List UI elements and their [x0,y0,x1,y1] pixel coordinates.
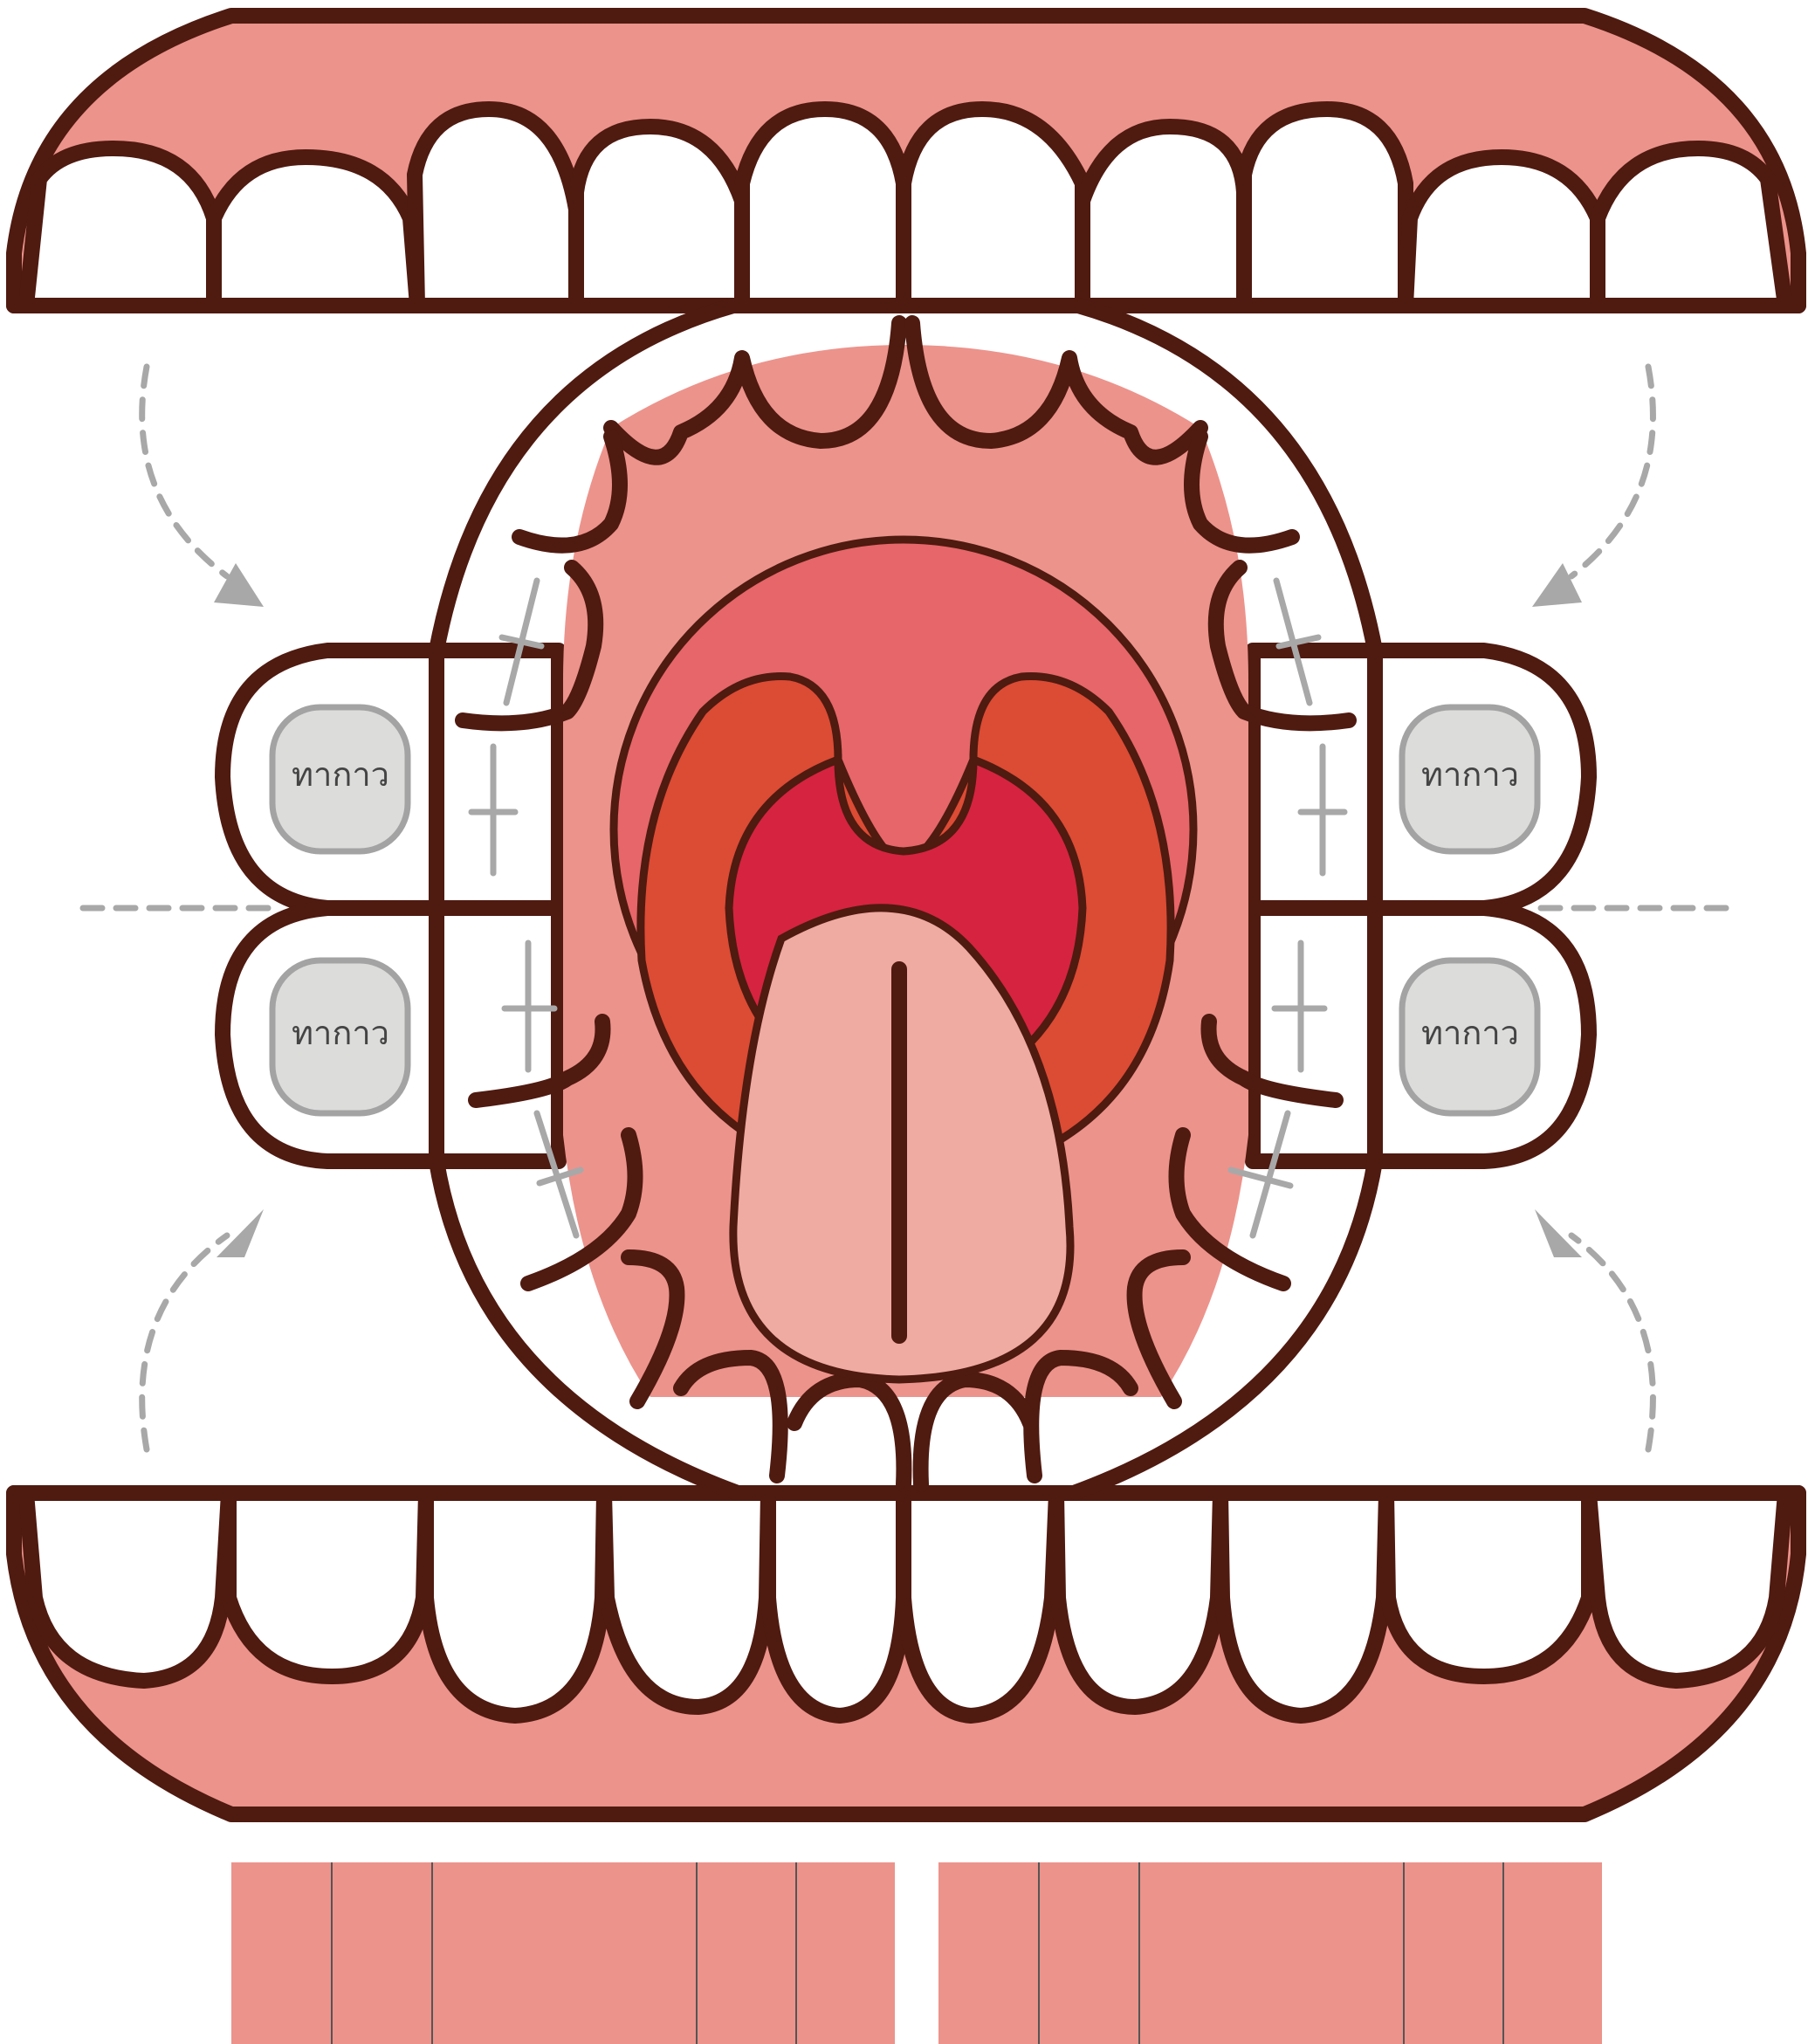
upper-tooth [214,157,417,306]
lower-jaw [14,1493,1798,1814]
upper-tooth [1244,109,1406,306]
bottom-strips [231,1862,1602,2044]
fold-arrow-icon [142,1235,227,1449]
upper-tooth [415,109,576,306]
glue-label: ทากาว [1421,1014,1519,1052]
lower-tooth [604,1493,768,1707]
fold-arrow-icon [217,1209,264,1257]
lower-tooth [26,1493,229,1681]
fold-arrow-icon [142,367,227,576]
lower-tooth [229,1493,426,1676]
fold-arrow-icon [1532,563,1582,607]
upper-tooth [1598,148,1785,306]
upper-tooth [26,148,214,306]
glue-label: ทากาว [292,755,389,794]
lower-tooth [1220,1493,1386,1716]
upper-tooth [1406,157,1598,306]
lower-tooth [1386,1493,1589,1676]
upper-tooth [904,109,1083,306]
fold-arrow-icon [214,563,264,607]
mouth-interior [437,306,1375,1493]
glue-label: ทากาว [1421,755,1519,794]
lower-tooth [1589,1493,1785,1681]
upper-jaw [14,16,1798,306]
upper-tooth [742,109,904,306]
lower-tooth [904,1493,1056,1716]
fold-arrow-icon [1571,367,1653,576]
upper-tooth [1083,127,1244,306]
fold-arrow-icon [1571,1235,1653,1449]
lower-tooth [426,1493,604,1716]
glue-label: ทากาว [292,1014,389,1052]
upper-tooth [576,127,742,306]
fold-arrow-icon [1535,1209,1582,1257]
lower-tooth [768,1493,904,1716]
lower-tooth [1056,1493,1220,1707]
